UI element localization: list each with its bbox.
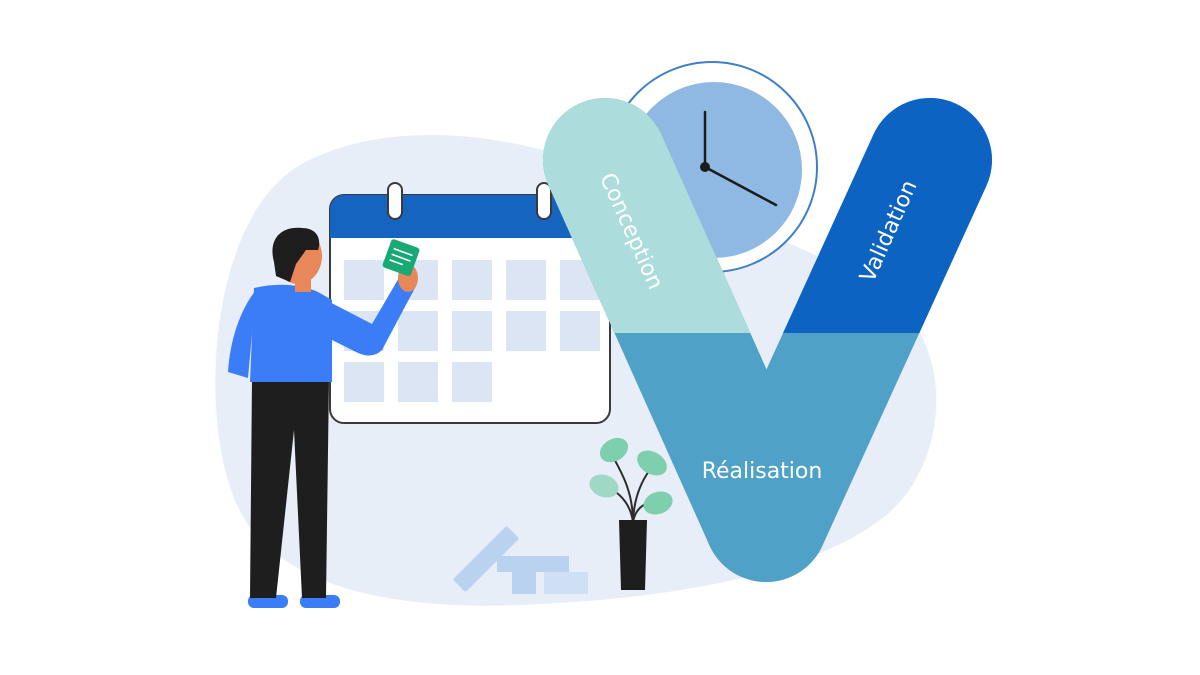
potted-plant-icon — [589, 437, 673, 590]
conception-arm — [543, 98, 751, 333]
calendar-ring-right — [536, 182, 552, 220]
sticky-note-icon — [382, 239, 420, 277]
v-model-diagram: Conception Validation Réalisation — [543, 98, 992, 582]
calendar-ring-left — [387, 182, 403, 220]
blocks-icon — [453, 526, 588, 594]
person-figure — [228, 227, 418, 608]
validation-arm — [783, 98, 992, 333]
realisation-label: Réalisation — [702, 459, 823, 484]
